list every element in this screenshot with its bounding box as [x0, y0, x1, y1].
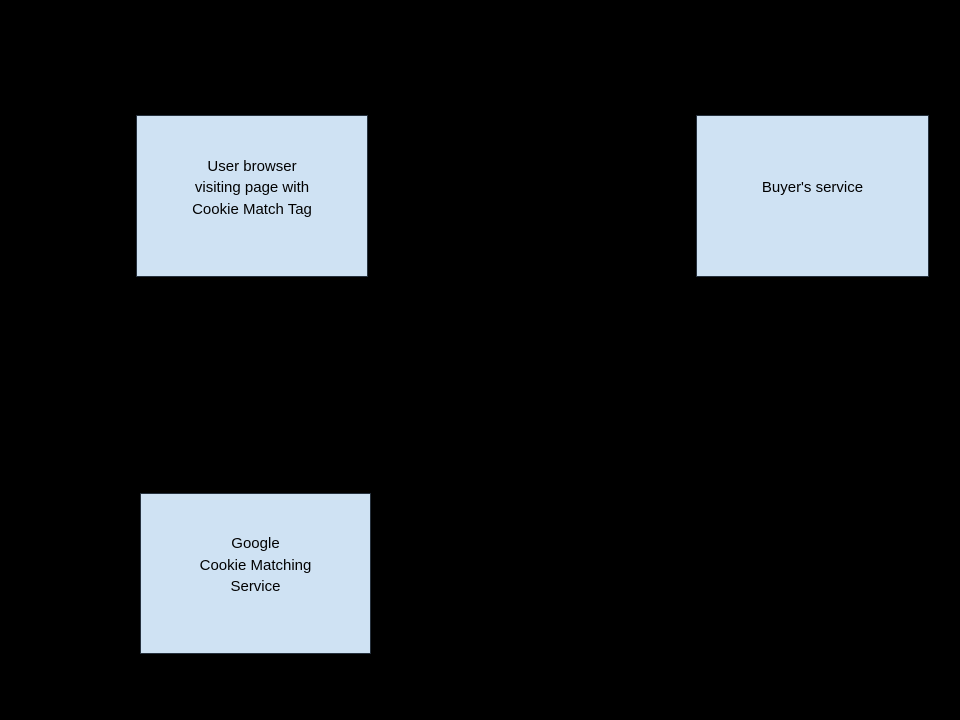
node-user-browser: User browser visiting page with Cookie M…: [136, 115, 368, 277]
node-google-cookie-matching-service: Google Cookie Matching Service: [140, 493, 371, 654]
node-buyers-service-label: Buyer's service: [761, 179, 864, 197]
node-google-cookie-matching-service-label: Google Cookie Matching Service: [199, 535, 312, 596]
node-user-browser-label: User browser visiting page with Cookie M…: [192, 157, 312, 218]
node-buyers-service: Buyer's service: [696, 115, 929, 277]
